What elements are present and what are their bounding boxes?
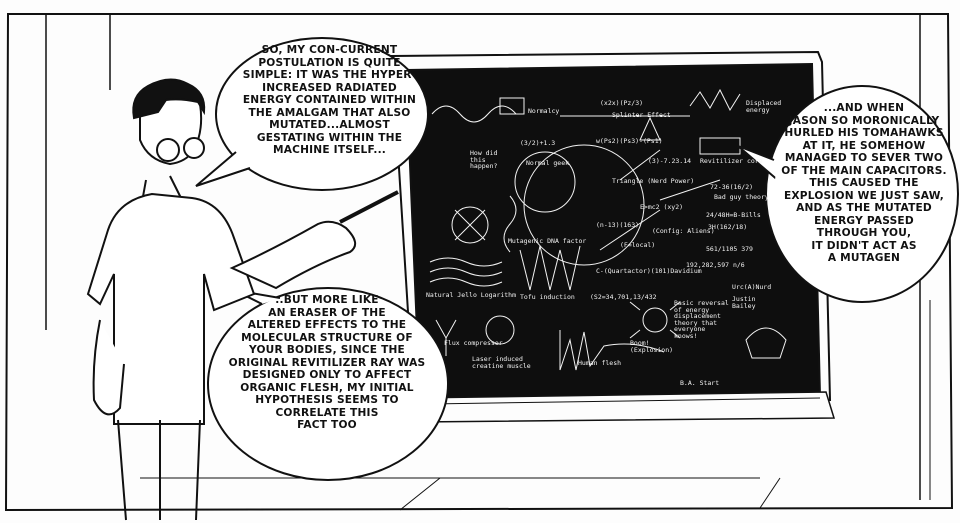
chalk-label: Boom! (Explosion) — [630, 339, 674, 354]
speech-2-line: explosion we just saw, — [784, 189, 944, 202]
chalk-label: Displaced energy — [746, 99, 782, 114]
speech-2-line: managed to sever two — [784, 152, 944, 164]
speech-3-line: organic flesh, my initial — [240, 381, 414, 394]
chalk-label: Natural Jello Logarithm — [426, 291, 517, 299]
speech-3-line: molecular structure of — [241, 331, 413, 344]
speech-3-line: hypothesis seems to — [255, 394, 399, 406]
chalk-label: Normal geek — [526, 159, 570, 167]
speech-3-line: altered effects to the — [247, 319, 407, 331]
speech-3-line: designed only to affect — [242, 369, 412, 381]
chalk-label: Triangle (Nerd Power) — [612, 177, 695, 185]
speech-2-line: This caused the — [809, 177, 919, 189]
chalk-label: Revitilizer core — [700, 157, 763, 165]
chalk-label: 24/48H=B-Bills — [706, 211, 761, 219]
chalk-label: Basic reversal of energy displacement th… — [674, 299, 729, 340]
speech-2-line: ...And when — [823, 102, 905, 114]
chalk-label: E>mc2 (xy2) — [640, 203, 684, 211]
speech-2-line: energy passed — [814, 214, 914, 227]
chalk-label: Splinter Effect — [612, 111, 671, 119]
speech-1-line: increased radiated — [262, 81, 397, 94]
chalk-label: (3/2)+1.3 — [520, 139, 556, 147]
speech-3-line: fact too — [297, 419, 357, 431]
chalk-label: Human flesh — [578, 359, 622, 367]
speech-1-line: the amalgam that also — [248, 106, 411, 119]
chalk-label: C-(Quartactor)(101)Davidium — [596, 267, 702, 275]
chalk-label: 192,282,597 n/6 — [686, 261, 745, 269]
speech-1-line: simple: it was the hyper- — [242, 69, 417, 81]
speech-2-line: a mutagen — [827, 252, 901, 264]
chalk-label: w(Ps2)(Ps3)-(Ps1) — [596, 137, 663, 145]
speech-2-line: through you, — [816, 227, 912, 239]
speech-bubble-1: So, my con-current postulation is quite … — [222, 44, 437, 157]
speech-1-line: postulation is quite — [258, 56, 401, 69]
chalk-label: (Config: Aliens) — [652, 227, 715, 235]
chalk-label: (3)-7.23.14 — [648, 157, 692, 165]
speech-1-line: energy contained within — [242, 94, 417, 106]
speech-2-line: it didn't act as — [811, 239, 917, 252]
chalk-label: (x2x)(Pz/3) — [600, 99, 644, 107]
speech-2-line: at it, he somehow — [802, 139, 926, 152]
speech-2-line: Jason so moronically — [788, 114, 940, 127]
chalk-label: Mutagenic DNA factor — [508, 237, 587, 245]
speech-1-line: gestating within the — [256, 131, 403, 144]
speech-1-line: So, my con-current — [261, 44, 398, 56]
chalk-label: How did this happen? — [470, 149, 498, 170]
speech-3-line: original revitilizer ray was — [228, 356, 426, 369]
speech-3-line: an eraser of the — [268, 306, 386, 319]
chalk-label: Laser induced creatine muscle — [472, 355, 531, 370]
chalk-label: 561/1105 379 — [706, 245, 753, 253]
speech-1-line: machine itself... — [272, 144, 387, 156]
speech-2-line: and as the mutated — [796, 202, 932, 214]
chalk-label: 72-36(16/2) — [710, 183, 754, 191]
chalk-label: Normalcy — [528, 107, 560, 115]
speech-3-line: your bodies, since the — [248, 344, 405, 356]
speech-2-line: of the main capacitors. — [781, 164, 947, 177]
speech-bubble-2: ...And when Jason so moronically hurled … — [775, 102, 953, 265]
chalk-label: (n-13)(163) — [596, 221, 640, 229]
blackboard — [390, 50, 836, 423]
speech-1-line: mutated...almost — [269, 119, 390, 131]
chalk-label: Justin Bailey — [732, 295, 756, 310]
chalk-label: Bad guy theory — [714, 193, 769, 201]
speech-2-line: hurled his tomahawks — [784, 127, 944, 139]
chalk-label: Tofu induction — [520, 293, 575, 301]
speech-bubble-3: ..But more like an eraser of the altered… — [212, 294, 442, 432]
chalk-label: B.A. Start — [680, 379, 720, 387]
scientist-figure — [86, 78, 399, 521]
speech-3-line: ..But more like — [275, 294, 379, 306]
speech-3-line: correlate this — [275, 406, 379, 419]
chalk-label: (F=local) — [620, 241, 656, 249]
chalk-label: Urc(A)Nurd — [732, 283, 772, 291]
chalk-label: (S2=34,701,13/432 — [590, 293, 657, 301]
chalk-label: 3H(162/18) — [708, 223, 748, 231]
chalk-label: Flux compressor — [444, 339, 503, 347]
